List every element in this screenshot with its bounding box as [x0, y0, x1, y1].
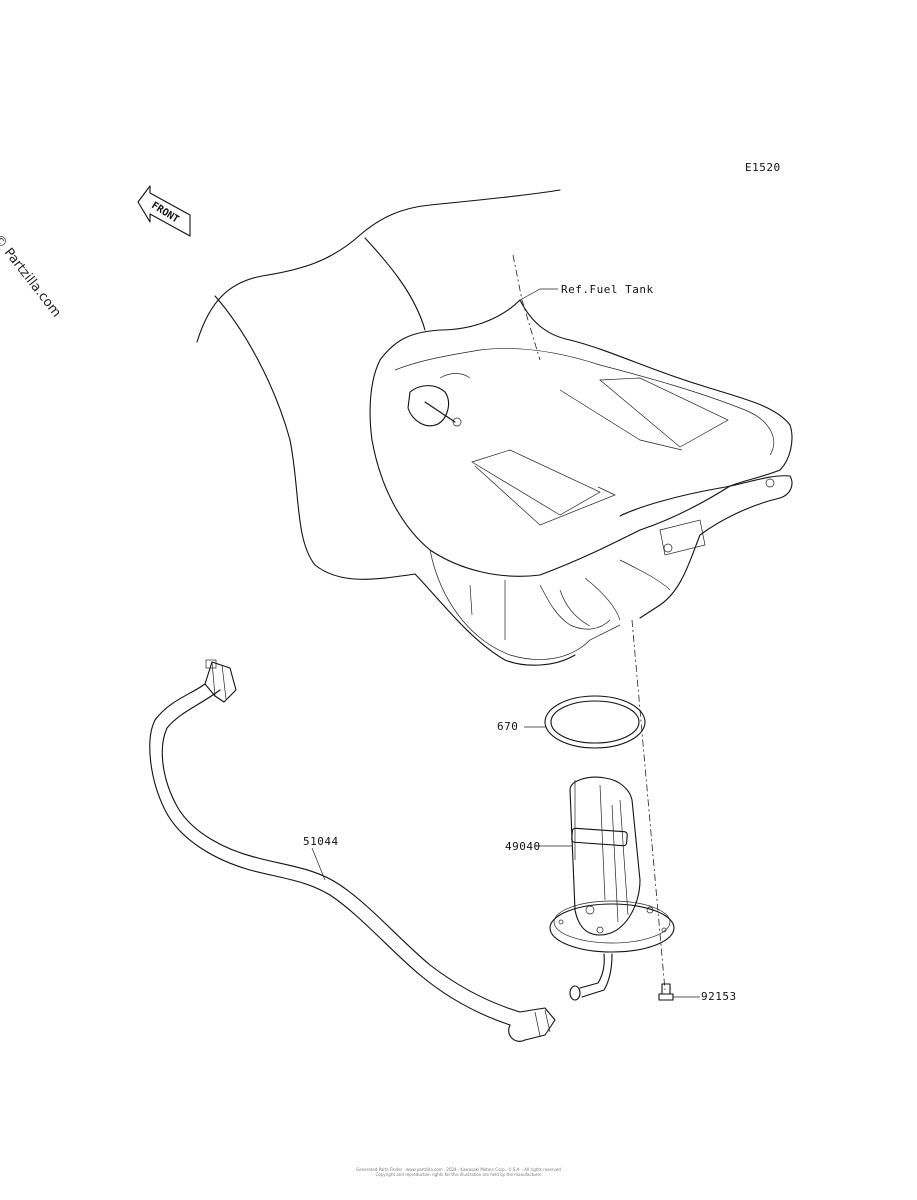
part-label-49040[interactable]: 49040: [505, 840, 541, 853]
fuel-pump-49040: [535, 776, 675, 1001]
copyright-footer: Generated Parts Finder · www.partzilla.c…: [300, 1167, 617, 1177]
bolt-axis: [631, 619, 666, 991]
center-axis: [512, 254, 541, 361]
front-arrow-icon: FRONT: [137, 185, 191, 237]
part-label-92153[interactable]: 92153: [701, 990, 737, 1003]
fuel-tank: [369, 299, 793, 660]
ref-leader: [519, 288, 558, 301]
part-label-51044[interactable]: 51044: [303, 835, 339, 848]
part-label-670[interactable]: 670: [497, 720, 519, 733]
gasket-ring-670: [524, 695, 646, 749]
footer-line-1: Generated Parts Finder · www.partzilla.c…: [356, 1167, 561, 1172]
frame-outline: [196, 189, 576, 666]
fuel-hose-51044: [149, 659, 556, 1042]
diagram-code: E1520: [745, 161, 781, 174]
ref-fuel-tank-label: Ref.Fuel Tank: [561, 283, 654, 296]
bolt-92153: [658, 983, 700, 1001]
footer-line-2: Copyright and reproduction rights for th…: [375, 1172, 542, 1177]
